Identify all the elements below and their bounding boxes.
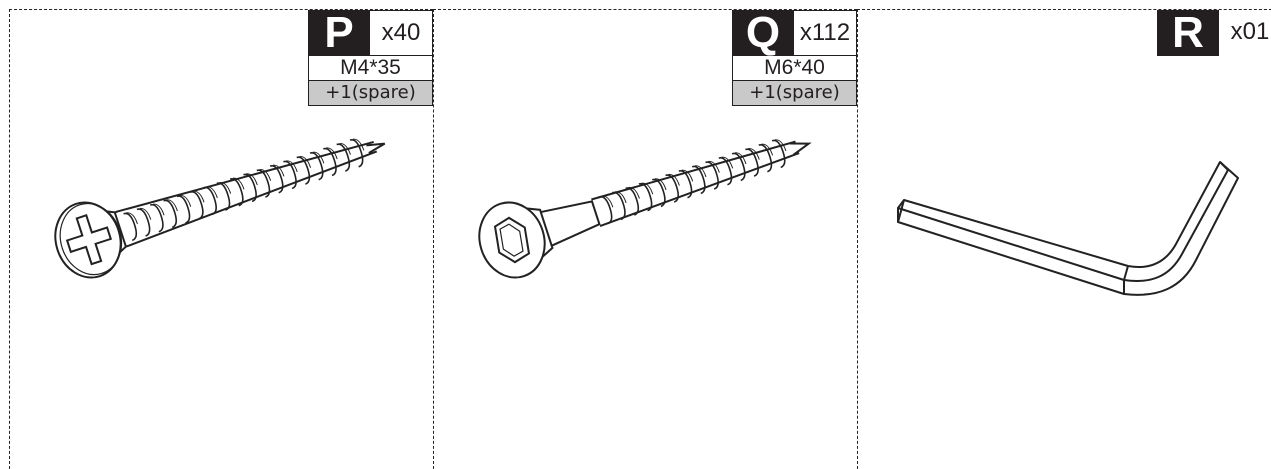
part-quantity: x112 xyxy=(794,10,857,56)
part-letter: R xyxy=(1157,10,1219,56)
part-tag-r: R x01 xyxy=(1157,10,1271,56)
hex-socket-bolt-icon xyxy=(478,136,812,279)
part-size: M6*40 xyxy=(732,56,857,81)
part-quantity: x01 xyxy=(1219,10,1271,54)
part-letter: Q xyxy=(732,10,794,56)
part-panel-p: P x40 M4*35 +1(spare) xyxy=(9,9,433,469)
part-tag-q: Q x112 M6*40 +1(spare) xyxy=(732,10,857,106)
part-quantity: x40 xyxy=(370,10,433,56)
part-spare: +1(spare) xyxy=(732,81,857,106)
hardware-sheet: P x40 M4*35 +1(spare) Q x112 M6*40 +1(sp… xyxy=(9,9,1271,469)
hardware-illustrations xyxy=(54,136,1239,296)
allen-key-icon xyxy=(897,161,1239,296)
part-tag-p: P x40 M4*35 +1(spare) xyxy=(308,10,433,106)
part-letter: P xyxy=(308,10,370,56)
phillips-screw-icon xyxy=(54,136,386,279)
part-panel-q: Q x112 M6*40 +1(spare) xyxy=(433,9,857,469)
part-size: M4*35 xyxy=(308,56,433,81)
part-panel-r: R x01 xyxy=(857,9,1271,469)
part-spare: +1(spare) xyxy=(308,81,433,106)
